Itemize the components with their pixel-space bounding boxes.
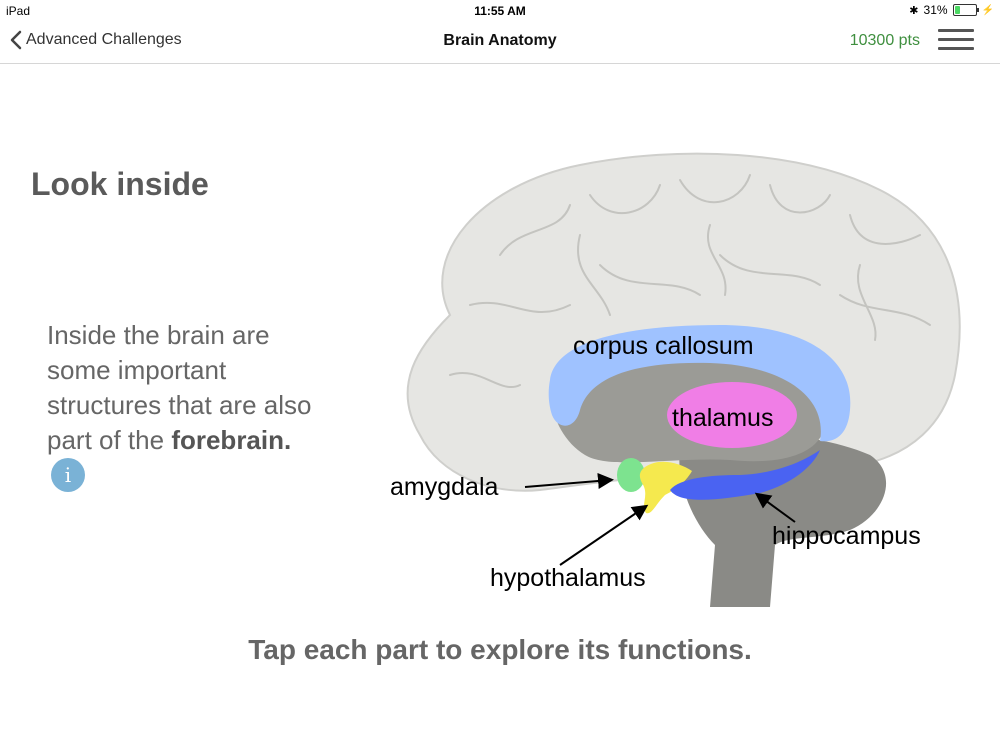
hamburger-icon-bar xyxy=(938,38,974,41)
back-button-label: Advanced Challenges xyxy=(26,31,182,48)
hamburger-icon-bar xyxy=(938,47,974,50)
charging-icon: ⚡ xyxy=(981,4,994,16)
arrow-hypothalamus xyxy=(559,504,649,566)
description-bold-term: forebrain. xyxy=(171,425,292,455)
battery-icon xyxy=(952,4,979,16)
chevron-left-icon xyxy=(10,30,22,50)
hamburger-icon-bar xyxy=(938,29,974,32)
label-thalamus[interactable]: thalamus xyxy=(672,404,773,432)
label-corpus-callosum[interactable]: corpus callosum xyxy=(573,332,754,360)
section-heading: Look inside xyxy=(31,166,209,202)
arrow-amygdala xyxy=(524,473,614,489)
hippocampus-region[interactable] xyxy=(670,450,820,500)
brain-diagram: corpus callosum thalamus amygdala hippoc… xyxy=(390,152,961,607)
points-counter: 10300 pts xyxy=(849,32,920,49)
status-right: ✱ 31% ⚡ xyxy=(909,3,994,17)
description-text: Inside the brain are some important stru… xyxy=(47,318,327,499)
bluetooth-icon: ✱ xyxy=(909,4,919,17)
battery-fill xyxy=(954,6,961,14)
description-body: Inside the brain are some important stru… xyxy=(47,320,312,455)
corpus-callosum-region[interactable] xyxy=(548,325,851,442)
instruction-text: Tap each part to explore its functions. xyxy=(248,634,752,665)
brainstem-shape xyxy=(679,435,887,607)
status-time: 11:55 AM xyxy=(474,4,526,18)
battery-percent: 31% xyxy=(923,3,948,17)
menu-button[interactable] xyxy=(938,29,974,53)
brain-folds xyxy=(449,174,931,388)
thalamus-region[interactable] xyxy=(667,382,797,448)
amygdala-region[interactable] xyxy=(617,458,645,492)
hypothalamus-region[interactable] xyxy=(639,461,692,514)
back-button[interactable]: Advanced Challenges xyxy=(10,30,182,50)
nav-bar: Advanced Challenges Brain Anatomy 10300 … xyxy=(0,20,1000,64)
arrow-hippocampus xyxy=(754,492,796,523)
status-bar: iPad 11:55 AM ✱ 31% ⚡ xyxy=(0,0,1000,20)
info-icon[interactable]: i xyxy=(51,458,85,492)
device-name: iPad xyxy=(6,4,31,18)
label-hippocampus[interactable]: hippocampus xyxy=(772,522,921,550)
label-hypothalamus[interactable]: hypothalamus xyxy=(490,564,646,592)
label-amygdala[interactable]: amygdala xyxy=(390,473,498,501)
